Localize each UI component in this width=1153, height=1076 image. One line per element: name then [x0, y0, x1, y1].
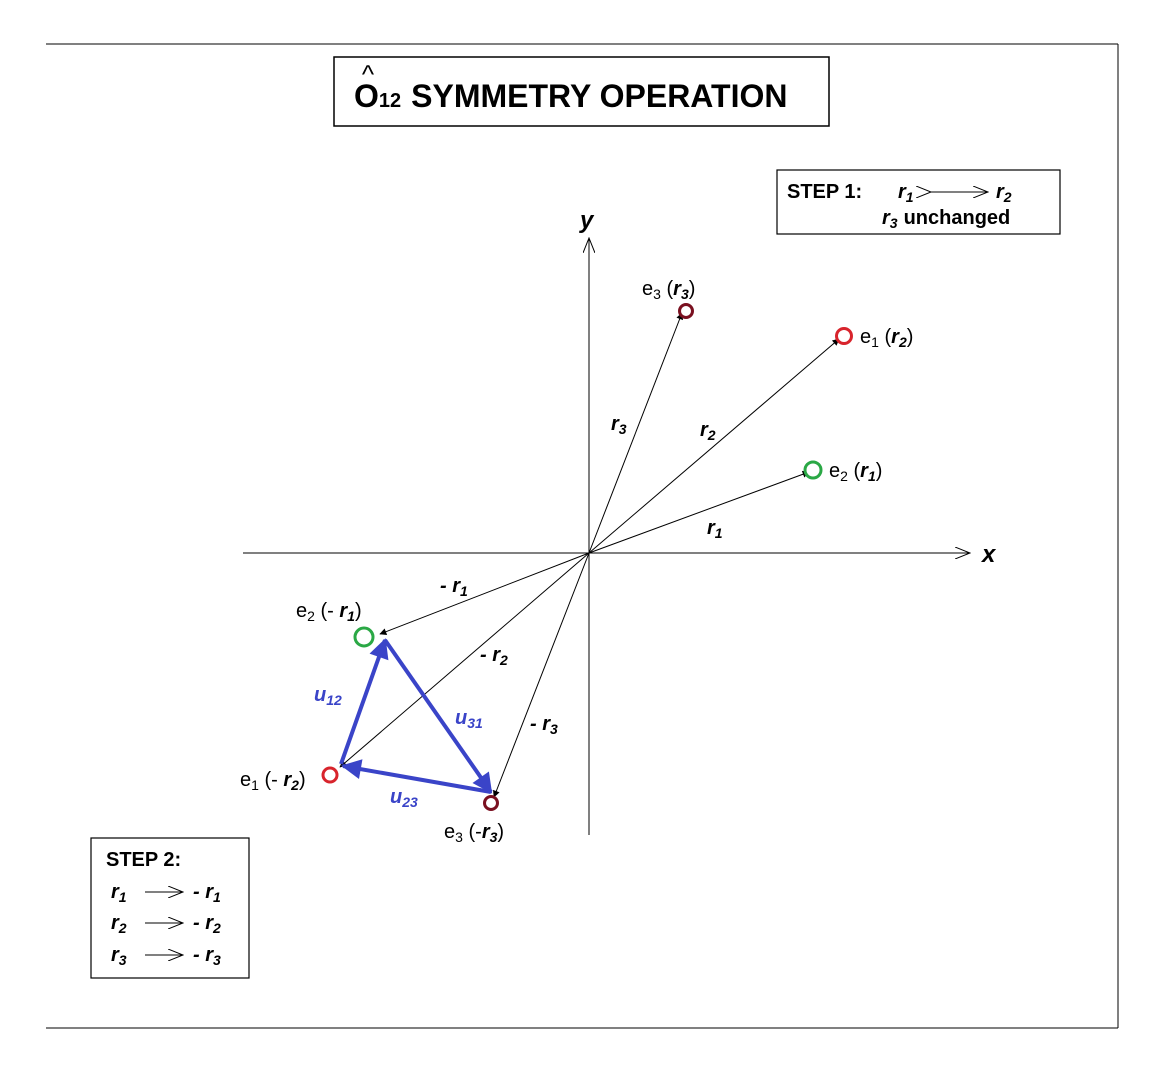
vector-r3-label: r3 [611, 413, 627, 437]
y-axis-label: y [579, 207, 595, 234]
vector-u31-label: u31 [455, 707, 483, 731]
step2-row2-from: r2 [111, 912, 127, 936]
vector-u23 [341, 759, 492, 794]
point-e2-neg-r1 [353, 626, 375, 648]
vector-neg-r2-label: - r2 [480, 644, 508, 668]
point-e2-neg-r1-label: e2 (- r1) [296, 600, 362, 624]
vector-u23-label: u23 [390, 786, 418, 810]
vector-neg-r3-label: - r3 [530, 713, 558, 737]
step1-left-var: r1 [898, 181, 914, 205]
x-axis-label: x [980, 541, 997, 568]
point-e1-r2-label: e1 (r2) [860, 326, 913, 350]
vector-neg-r1 [379, 552, 590, 635]
step2-row1-to: - r1 [193, 881, 221, 905]
vector-r1-label: r1 [707, 517, 723, 541]
vector-r3 [588, 312, 683, 554]
step1-box [776, 169, 1061, 235]
vector-neg-r2 [339, 552, 590, 768]
step2-row2-to: - r2 [193, 912, 221, 936]
point-e3-neg-r3 [483, 795, 499, 811]
step1-right-var: r2 [996, 181, 1012, 205]
vector-r2-label: r2 [700, 419, 716, 443]
vector-r2 [588, 338, 840, 554]
point-e2-r1-label: e2 (r1) [829, 460, 882, 484]
vector-neg-r1-label: - r1 [440, 575, 468, 599]
title-box [333, 56, 830, 127]
point-e1-r2 [835, 327, 853, 345]
vector-u12 [339, 638, 389, 765]
point-e3-r3-label: e3 (r3) [642, 278, 695, 302]
step2-row1-from: r1 [111, 881, 127, 905]
vector-neg-r3 [493, 552, 590, 798]
step2-row3-to: - r3 [193, 944, 221, 968]
vector-u31 [383, 638, 493, 794]
vector-u12-label: u12 [314, 684, 342, 708]
point-e1-neg-r2-label: e1 (- r2) [240, 769, 306, 793]
point-e2-r1 [803, 460, 823, 480]
step2-label: STEP 2: [106, 849, 181, 871]
title-hat-icon: ^ [362, 59, 375, 89]
point-e3-neg-r3-label: e3 (-r3) [444, 821, 504, 845]
vector-r1 [588, 470, 810, 554]
step1-label: STEP 1: [787, 181, 862, 203]
step2-row3-from: r3 [111, 944, 127, 968]
point-e3-r3 [678, 303, 694, 319]
point-e1-neg-r2 [321, 766, 339, 784]
